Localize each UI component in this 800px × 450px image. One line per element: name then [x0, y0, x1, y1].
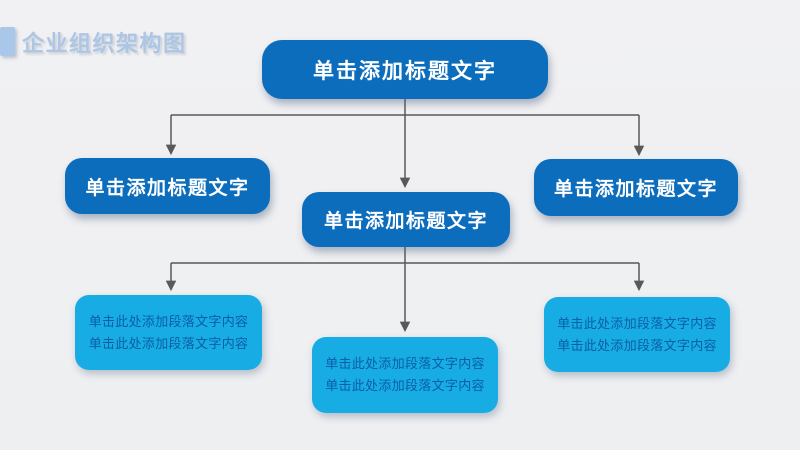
paragraph-line: 单击此处添加段落文字内容 — [325, 356, 485, 371]
paragraph-line: 单击此处添加段落文字内容 — [557, 315, 717, 331]
org-node-level3-center[interactable]: 单击此处添加段落文字内容 单击此处添加段落文字内容 — [312, 337, 498, 413]
org-node-level3-right[interactable]: 单击此处添加段落文字内容 单击此处添加段落文字内容 — [544, 297, 730, 372]
paragraph-line: 单击此处添加段落文字内容 — [88, 313, 249, 329]
org-node-root[interactable]: 单击添加标题文字 — [262, 40, 548, 99]
paragraph-line: 单击此处添加段落文字内容 — [557, 337, 717, 353]
paragraph-line: 单击此处添加段落文字内容 — [88, 335, 249, 351]
title-accent-bar-icon — [0, 27, 15, 56]
org-node-level2-left[interactable]: 单击添加标题文字 — [65, 158, 270, 214]
org-node-level2-right[interactable]: 单击添加标题文字 — [534, 159, 738, 216]
org-node-level2-center[interactable]: 单击添加标题文字 — [302, 192, 510, 247]
slide-title: 企业组织架构图 — [22, 30, 187, 56]
org-node-level3-left[interactable]: 单击此处添加段落文字内容 单击此处添加段落文字内容 — [75, 295, 262, 370]
paragraph-line: 单击此处添加段落文字内容 — [325, 378, 485, 393]
